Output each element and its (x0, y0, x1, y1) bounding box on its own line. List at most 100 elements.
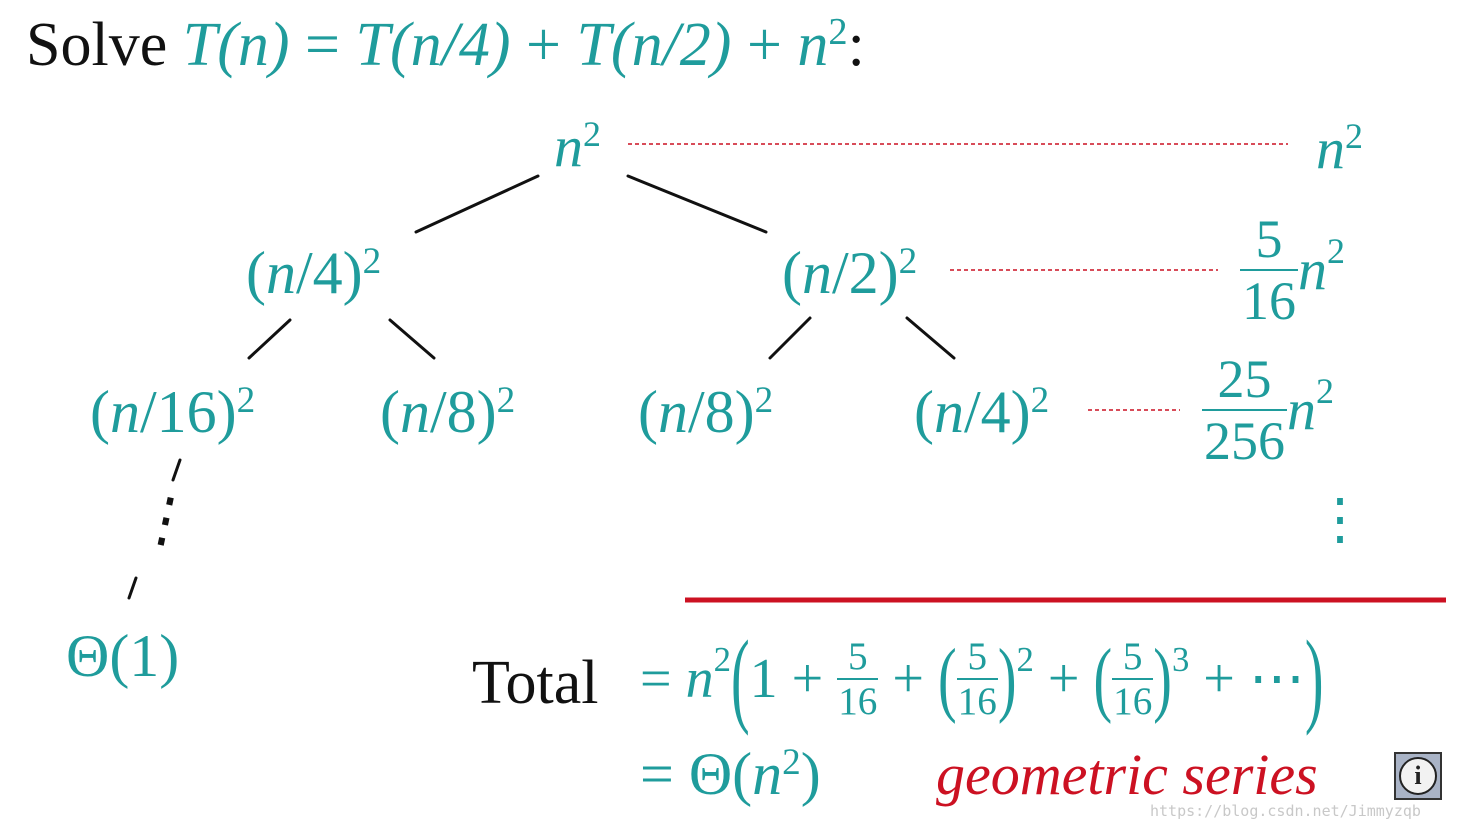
node-rest: /2) (831, 240, 899, 306)
tree-leaf: Θ(1) (66, 623, 180, 689)
node-n: n (933, 379, 964, 445)
node-rest: /8) (687, 379, 755, 445)
edge-l1b-right (905, 316, 956, 360)
total-one: 1 (749, 648, 778, 710)
node-rest: /16) (139, 379, 237, 445)
total-eq: = (640, 648, 672, 710)
node-n: n (109, 379, 140, 445)
paren-open: ( (1093, 632, 1113, 726)
sum-n: n (1287, 377, 1316, 442)
fraction-5-16: 5 16 (1240, 212, 1298, 328)
node-exp: 2 (754, 379, 774, 421)
frac-den: 16 (838, 680, 878, 723)
info-icon: i (1399, 757, 1437, 795)
tree-node-n8-b: (n/8)2 (638, 379, 774, 445)
root-exp: 2 (583, 114, 601, 155)
paren-close: ) (1153, 632, 1172, 726)
sum-exp: 2 (1345, 116, 1363, 157)
edge-l1b-left (768, 316, 812, 360)
title-exp: 2 (828, 10, 848, 53)
plus: + (892, 648, 924, 710)
sum-exp: 2 (1327, 230, 1345, 271)
title-colon: : (847, 11, 865, 79)
node-n: n (657, 379, 688, 445)
root-base: n (554, 114, 583, 179)
paren-open: ( (782, 240, 802, 306)
power-2: 2 (1016, 639, 1034, 679)
node-rest: /8) (429, 379, 497, 445)
frac-num: 5 (956, 637, 998, 680)
plus: + (1203, 648, 1235, 710)
frac-den: 256 (1204, 411, 1285, 471)
node-exp: 2 (362, 240, 382, 282)
frac-num: 5 (837, 637, 879, 680)
plus: + (1047, 648, 1080, 710)
node-exp: 2 (496, 379, 516, 421)
result-n: n (752, 741, 783, 807)
result-exp: 2 (782, 741, 801, 783)
tree-root-node: n2 (554, 116, 601, 176)
watermark: https://blog.csdn.net/Jimmyzqb (1150, 802, 1421, 820)
title-term1: T(n/4) (355, 11, 511, 79)
node-rest: /4) (295, 240, 363, 306)
title-plus1: + (525, 11, 561, 79)
frac-den: 16 (1113, 680, 1153, 723)
frac-den: 16 (957, 680, 997, 723)
title-lhs: T(n) (182, 11, 290, 79)
tree-node-n16: (n/16)2 (90, 379, 255, 445)
edge-root-left (414, 174, 540, 234)
node-rest: /4) (963, 379, 1031, 445)
total-n: n (685, 648, 714, 710)
tree-vdots: ⋮ (129, 481, 203, 559)
frac-den: 16 (1242, 271, 1296, 331)
frac-num: 5 (1240, 212, 1298, 271)
node-n: n (399, 379, 430, 445)
edge-l1a-right (388, 318, 436, 360)
title-prefix: Solve (26, 11, 168, 79)
title-plus2: + (746, 11, 782, 79)
total-result: = Θ(n2) (640, 741, 821, 807)
paren-open: ( (937, 632, 957, 726)
edge-leaf-bottom (127, 576, 138, 600)
result-close: ) (800, 741, 821, 807)
paren-open: ( (638, 379, 658, 445)
total-label: Total (472, 649, 599, 717)
level-sums-vdots: ⋮ (1312, 489, 1368, 551)
tree-node-n2: (n/2)2 (782, 240, 917, 306)
edge-l1a-left (247, 318, 292, 360)
info-button[interactable]: i (1394, 752, 1442, 800)
title-term2: T(n/2) (576, 11, 732, 79)
paren-close: ) (997, 632, 1017, 726)
big-paren-open: ( (730, 620, 750, 738)
edge-leaf-top (171, 458, 182, 482)
geometric-series-note: geometric series (936, 742, 1318, 807)
paren-open: ( (90, 379, 110, 445)
frac-num: 25 (1202, 352, 1287, 411)
result-theta: Θ( (688, 741, 753, 807)
ellipsis: ⋯ (1248, 648, 1305, 710)
level-sum-0: n2 (1316, 118, 1363, 178)
big-paren-close: ) (1304, 620, 1324, 738)
plus: + (791, 648, 824, 710)
title-eq: = (305, 11, 340, 79)
sum-n: n (1298, 237, 1327, 302)
title-n: n (797, 11, 829, 79)
tree-node-n4: (n/4)2 (246, 240, 382, 306)
tree-node-n4-b: (n/4)2 (914, 379, 1050, 445)
node-n: n (801, 240, 832, 306)
node-exp: 2 (1030, 379, 1050, 421)
frac-num: 5 (1112, 637, 1154, 680)
paren-open: ( (380, 379, 400, 445)
node-n: n (265, 240, 296, 306)
power-3: 3 (1171, 639, 1190, 679)
paren-open: ( (246, 240, 266, 306)
fraction-25-256: 25 256 (1202, 352, 1287, 468)
edge-root-right (626, 174, 768, 234)
tree-node-n8-a: (n/8)2 (380, 379, 516, 445)
page-title: Solve T(n) = T(n/4) + T(n/2) + n2: (26, 10, 865, 79)
paren-open: ( (914, 379, 934, 445)
